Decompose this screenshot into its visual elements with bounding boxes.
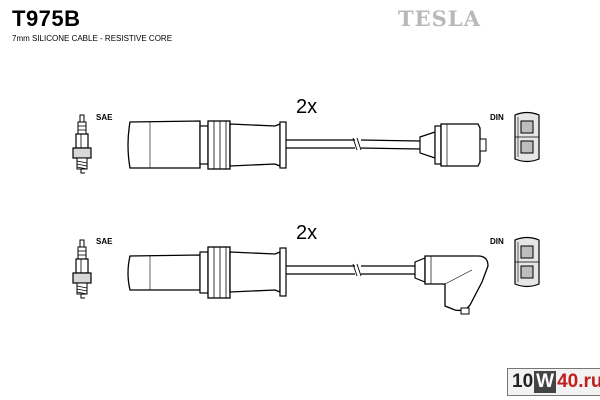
site-watermark: 10 W 40.ru: [507, 368, 600, 396]
watermark-part-2: W: [534, 371, 557, 393]
din-label-1: DIN: [490, 113, 504, 122]
sae-label-2: SAE: [96, 237, 113, 246]
watermark-part-1: 10: [512, 371, 534, 392]
din-connector-icon-1: [514, 111, 540, 163]
spark-plug-icon-1: [72, 114, 92, 174]
din-label-2: DIN: [490, 237, 504, 246]
quantity-label-2: 2x: [296, 222, 318, 244]
watermark-part-3: 40.ru: [557, 371, 600, 392]
cable-1: [127, 120, 487, 170]
spark-plug-icon-2: [72, 239, 92, 299]
din-connector-icon-2: [514, 236, 540, 288]
quantity-label-1: 2x: [296, 96, 318, 118]
cable-2: [127, 246, 489, 315]
sae-label-1: SAE: [96, 113, 113, 122]
cable-description: 7mm SILICONE CABLE - RESISTIVE CORE: [12, 34, 173, 43]
part-code: T975B: [12, 6, 81, 31]
brand-logo: TESLA: [398, 6, 481, 31]
